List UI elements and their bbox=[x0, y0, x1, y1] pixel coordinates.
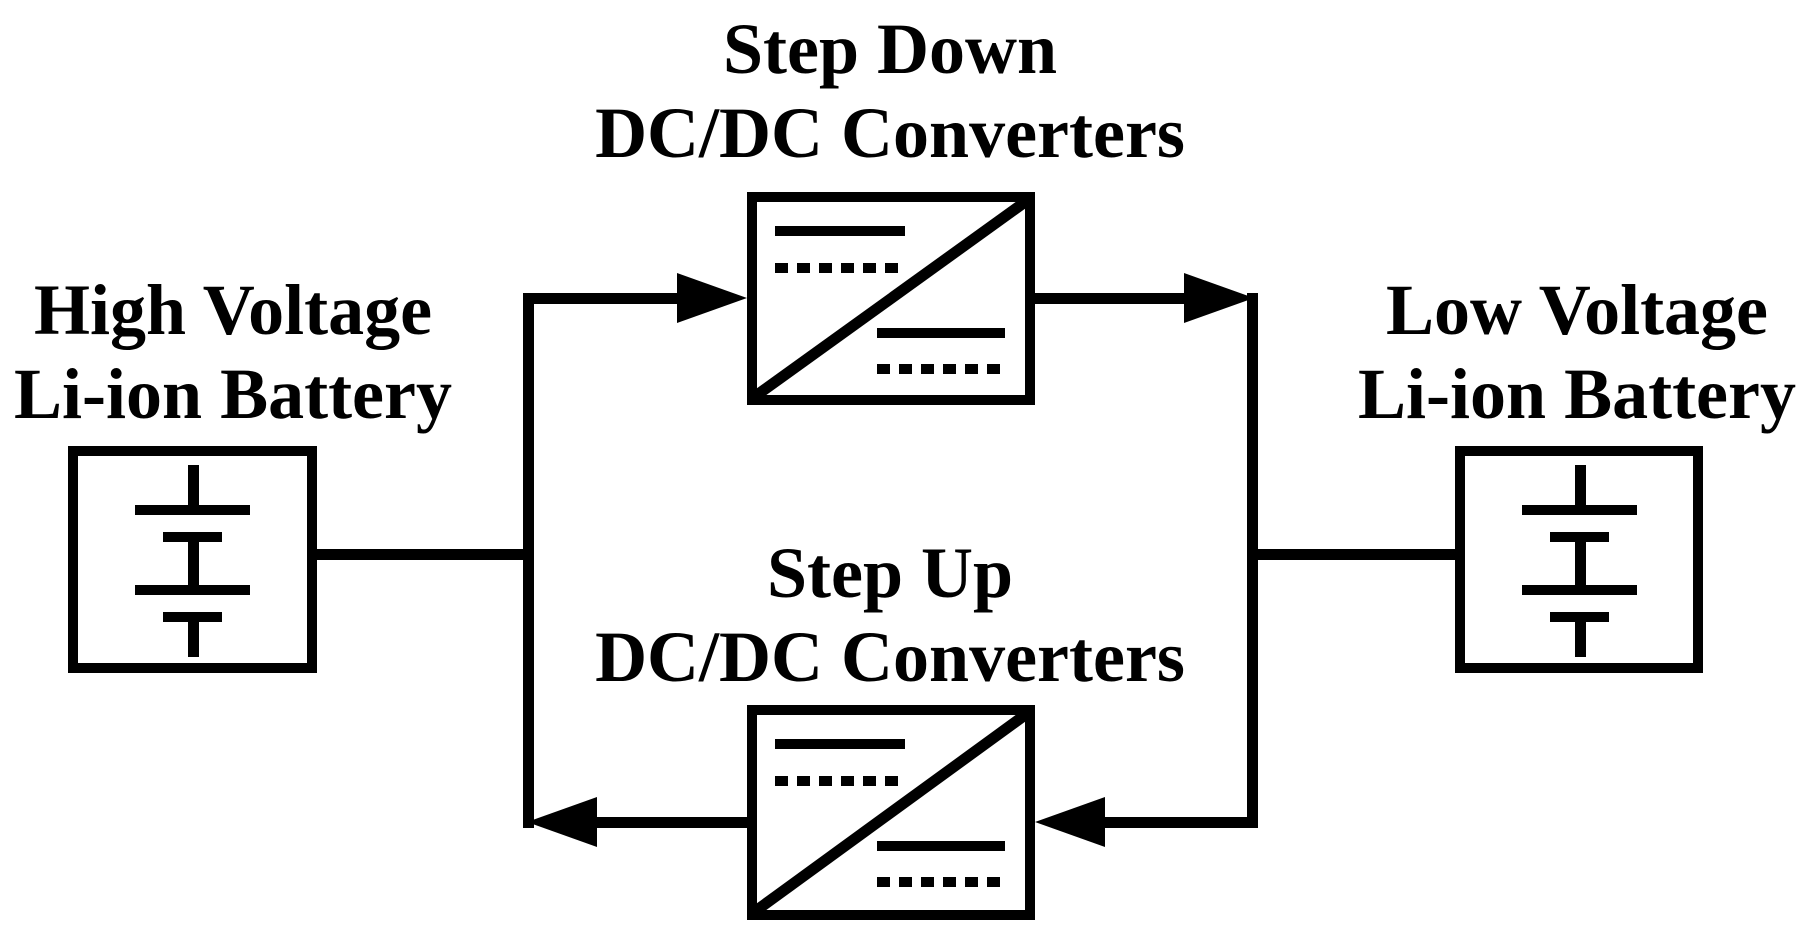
hv-battery-box bbox=[68, 446, 317, 673]
dc-solid-line-output-icon bbox=[877, 328, 1005, 338]
dc-dc-converter-diagonal-icon bbox=[753, 197, 1029, 400]
wire-bottom-left-segment bbox=[594, 817, 747, 828]
battery-short-plate-icon bbox=[1550, 532, 1609, 542]
lv-battery-label-line2: Li-ion Battery bbox=[1358, 354, 1796, 434]
lv-battery-label: Low Voltage Li-ion Battery bbox=[1344, 268, 1797, 436]
step-down-converter-label: Step Down DC/DC Converters bbox=[590, 7, 1190, 175]
battery-terminal-stem-icon bbox=[188, 620, 199, 657]
step-up-converter-label: Step Up DC/DC Converters bbox=[590, 531, 1190, 699]
hv-battery-label: High Voltage Li-ion Battery bbox=[0, 268, 466, 436]
wire-left-vertical bbox=[523, 293, 534, 828]
wire-bottom-right-segment bbox=[1105, 817, 1258, 828]
arrowhead-into-step-down-icon bbox=[677, 273, 747, 323]
step-down-converter-label-line2: DC/DC Converters bbox=[595, 93, 1185, 173]
battery-mid-stem-icon bbox=[188, 540, 199, 590]
dc-solid-line-output-icon bbox=[877, 841, 1005, 851]
battery-terminal-stem-icon bbox=[1575, 465, 1586, 512]
battery-terminal-stem-icon bbox=[188, 465, 199, 512]
battery-long-plate-icon bbox=[1522, 585, 1637, 595]
battery-mid-stem-icon bbox=[1575, 540, 1586, 590]
hv-battery-label-line2: Li-ion Battery bbox=[14, 354, 452, 434]
arrowhead-toward-hv-battery-icon bbox=[527, 797, 597, 847]
hv-battery-label-line1: High Voltage bbox=[33, 270, 433, 350]
step-up-converter-label-line2: DC/DC Converters bbox=[595, 617, 1185, 697]
step-down-converter-box bbox=[747, 192, 1035, 405]
dc-dc-converter-diagonal-icon bbox=[753, 710, 1029, 915]
wire-top-right-segment bbox=[1033, 293, 1188, 304]
dc-solid-line-input-icon bbox=[775, 226, 905, 236]
wire-right-vertical bbox=[1247, 293, 1258, 828]
lv-battery-box bbox=[1455, 446, 1703, 673]
dc-dashed-line-input-icon bbox=[775, 776, 898, 786]
step-up-converter-label-line1: Step Up bbox=[766, 533, 1014, 613]
battery-short-plate-icon bbox=[163, 612, 222, 622]
wire-hv-battery bbox=[317, 549, 534, 560]
arrowhead-into-step-up-icon bbox=[1035, 797, 1105, 847]
battery-short-plate-icon bbox=[163, 532, 222, 542]
lv-battery-label-line1: Low Voltage bbox=[1385, 270, 1769, 350]
arrowhead-toward-lv-battery-icon bbox=[1184, 273, 1254, 323]
dc-dashed-line-input-icon bbox=[775, 263, 898, 273]
step-down-converter-label-line1: Step Down bbox=[722, 9, 1058, 89]
battery-long-plate-icon bbox=[1522, 505, 1637, 515]
dc-dashed-line-output-icon bbox=[877, 364, 1000, 374]
wire-lv-battery bbox=[1247, 549, 1455, 560]
dc-solid-line-input-icon bbox=[775, 739, 905, 749]
dc-dashed-line-output-icon bbox=[877, 877, 1000, 887]
wire-top-left-segment bbox=[523, 293, 683, 304]
battery-long-plate-icon bbox=[135, 505, 250, 515]
step-up-converter-box bbox=[747, 705, 1035, 920]
battery-short-plate-icon bbox=[1550, 612, 1609, 622]
battery-long-plate-icon bbox=[135, 585, 250, 595]
battery-terminal-stem-icon bbox=[1575, 620, 1586, 657]
